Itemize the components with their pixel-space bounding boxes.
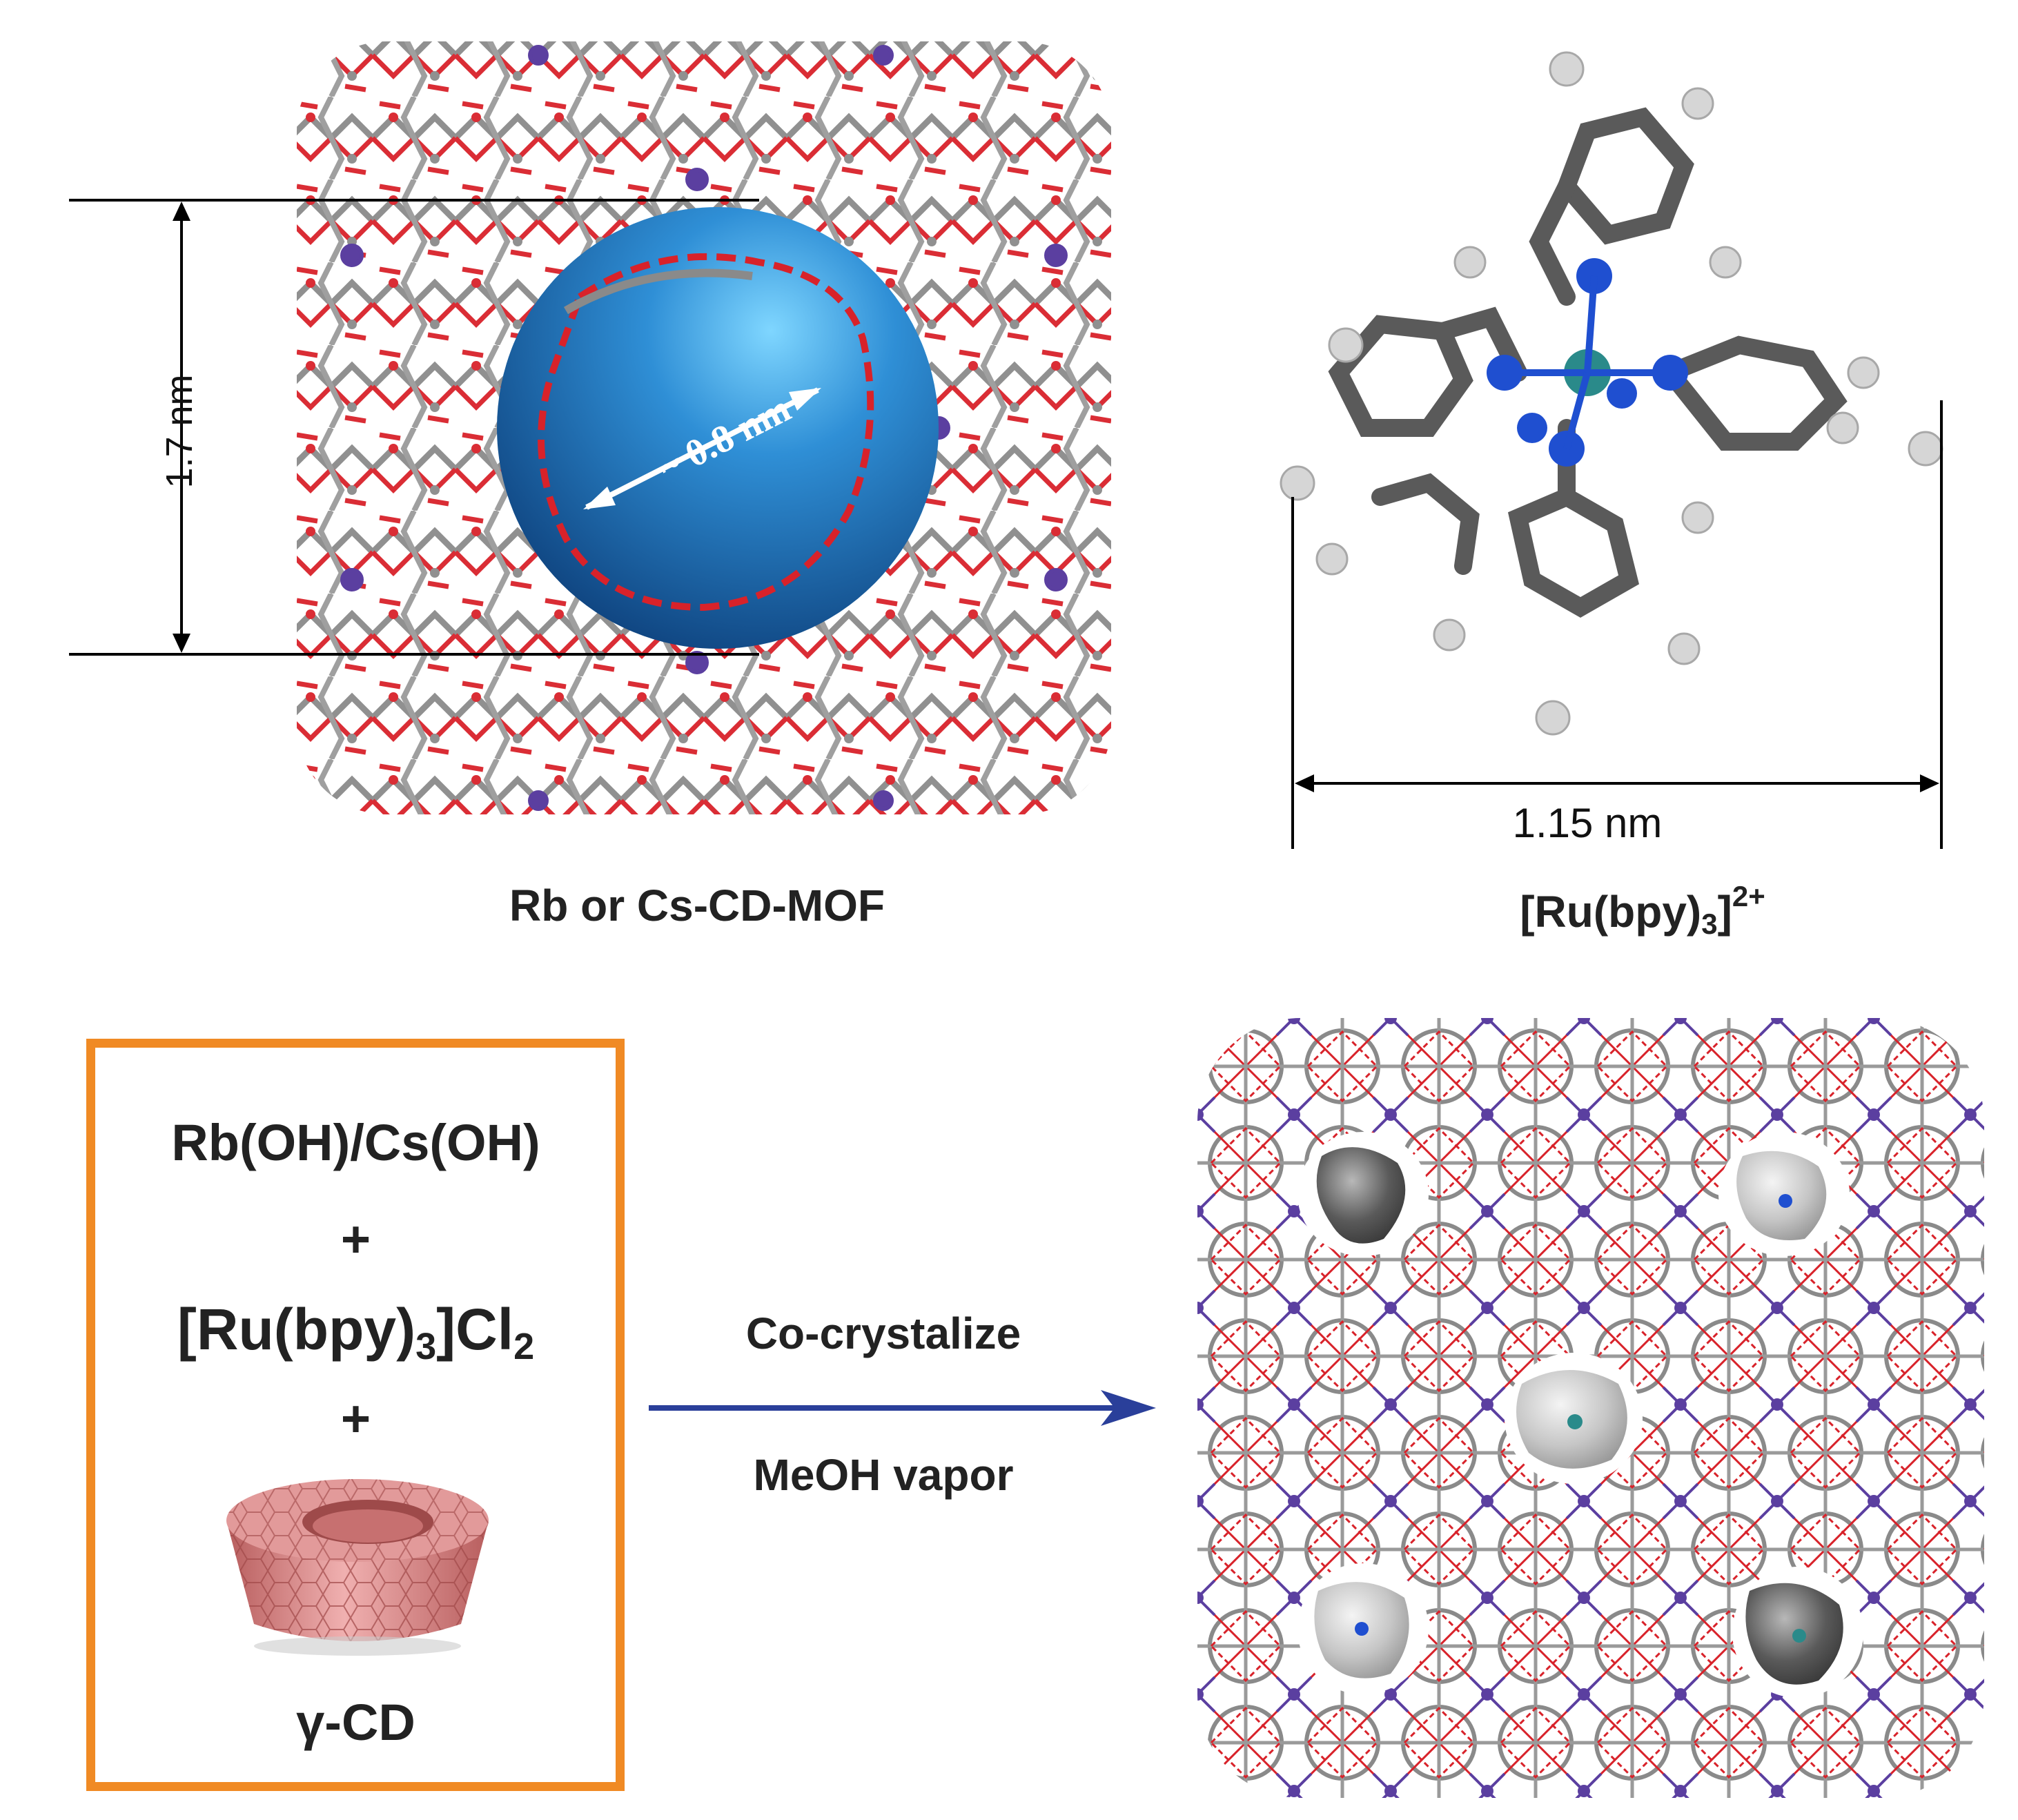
guest-molecule [1505, 1353, 1643, 1484]
loaded-mof-image [1197, 1018, 1984, 1798]
reactant-ru-chloride: [Ru(bpy)3]Cl2 [95, 1296, 616, 1368]
gamma-cd-image [226, 1479, 489, 1656]
ru-chloride-mid: ]Cl [436, 1297, 514, 1362]
reactant-hydroxide: Rb(OH)/Cs(OH) [171, 1114, 540, 1171]
ru-caption-main: [Ru(bpy) [1520, 887, 1702, 937]
arrow-bottom-label: MeOH vapor [753, 1450, 1014, 1500]
loaded-mof-panel [1197, 1018, 1984, 1798]
mof-structure-panel: 1.7 nm ~ 0.8 nm [41, 14, 1118, 842]
plus-sign-2: + [340, 1390, 371, 1447]
height-dimension-label: 1.7 nm [159, 374, 200, 489]
ru-chloride-main: [Ru(bpy) [177, 1297, 416, 1362]
pore-arrow [585, 387, 819, 510]
width-dimension-label: 1.15 nm [1512, 800, 1663, 846]
ru-complex-image [1280, 51, 1943, 849]
arrow-top-label: Co-crystalize [745, 1309, 1021, 1358]
reaction-arrow [649, 1390, 1156, 1426]
ru-caption-close: ] [1717, 887, 1732, 937]
guest-molecule [1297, 1563, 1429, 1694]
guest-molecule [1718, 1132, 1850, 1256]
ru-chloride-sub2: 2 [513, 1326, 535, 1367]
plus-sign-1: + [340, 1211, 371, 1268]
ru-complex-panel: 1.15 nm [1242, 14, 2001, 863]
mof-caption: Rb or Cs-CD-MOF [509, 881, 885, 930]
ru-complex-caption: [Ru(bpy)3]2+ [1401, 880, 1884, 941]
guest-molecule [1732, 1567, 1863, 1698]
ru-caption-sub: 3 [1701, 908, 1718, 940]
ru-chloride-sub1: 3 [415, 1326, 437, 1367]
mof-structure-image [69, 41, 1111, 814]
guest-molecule [1297, 1132, 1429, 1256]
reactants-box: Rb(OH)/Cs(OH) + [Ru(bpy)3]Cl2 + γ-CD [86, 1039, 625, 1791]
ru-caption-sup: 2+ [1732, 880, 1765, 912]
gamma-cd-label: γ-CD [296, 1694, 415, 1751]
